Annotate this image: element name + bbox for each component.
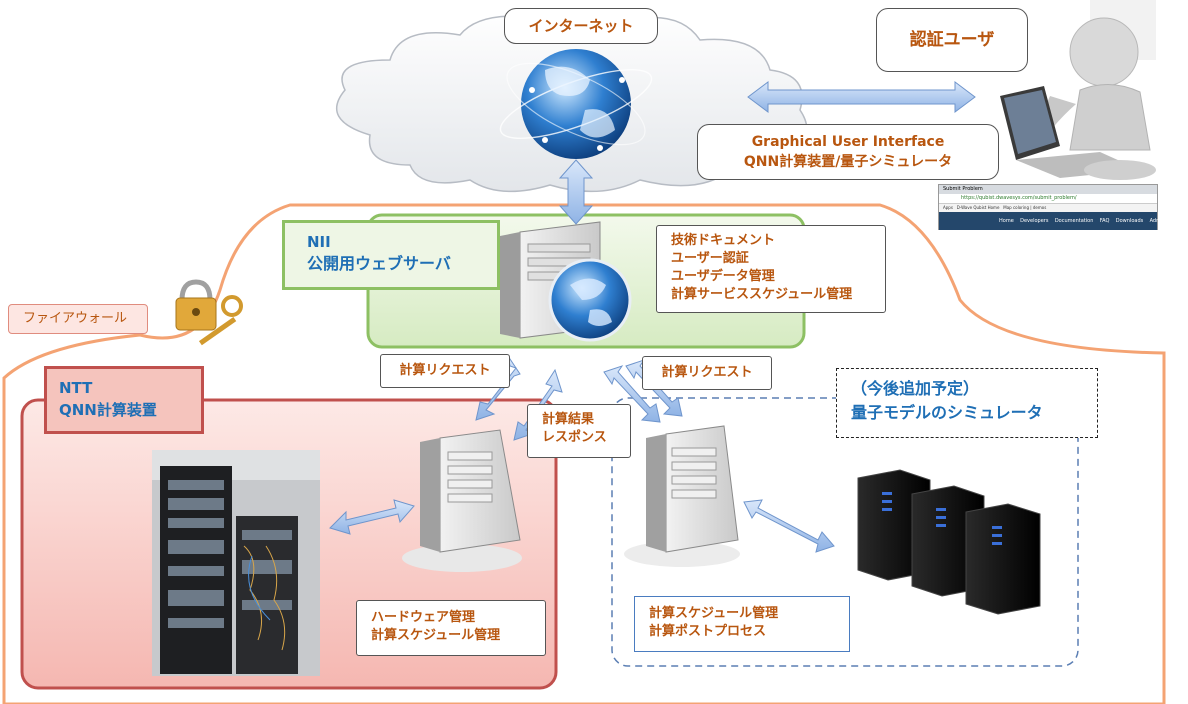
request-label-left-text: 計算リクエスト (399, 363, 491, 378)
authenticated-user-text: 認証ユーザ (909, 30, 995, 50)
nav-item[interactable]: FAQ (1099, 218, 1110, 224)
browser-tab[interactable]: Submit Problem (943, 186, 983, 192)
simulator-title: （今後追加予定） 量子モデルのシミュレータ (836, 368, 1098, 438)
nii-feature: 技術ドキュメント (671, 233, 776, 248)
nii-title-line-2: 公開用ウェブサーバ (307, 254, 451, 273)
user-figure-icon (1000, 0, 1156, 180)
nav-item[interactable]: Home (999, 218, 1014, 224)
nii-feature: ユーザー認証 (671, 251, 749, 266)
simulator-title-line-1: （今後追加予定） (851, 379, 980, 398)
gui-line-2: QNN計算装置/量子シミュレータ (743, 154, 953, 170)
internet-globe-icon (499, 49, 653, 159)
nav-item[interactable]: Admin (1149, 218, 1166, 224)
simulator-title-line-2: 量子モデルのシミュレータ (851, 403, 1043, 422)
internet-label-text: インターネット (528, 17, 634, 35)
ntt-title-line-1: NTT (59, 379, 93, 397)
request-label-right: 計算リクエスト (642, 356, 772, 390)
ntt-feature: ハードウェア管理 (371, 610, 476, 625)
simulator-feature: 計算スケジュール管理 (649, 606, 779, 621)
browser-screenshot: Submit Problem https://qubist.dwavesys.c… (938, 184, 1166, 230)
bookmark-item[interactable]: Apps (943, 205, 953, 210)
padlock-key-icon (175, 279, 243, 346)
bookmark-item[interactable]: Map coloring | demos (1003, 205, 1047, 210)
response-line-2: レスポンス (542, 430, 607, 445)
firewall-label-text: ファイアウォール (23, 311, 128, 326)
double-arrow-icon (329, 81, 976, 553)
ntt-title-line-2: QNN計算装置 (59, 401, 157, 419)
ntt-server-icon (402, 429, 522, 572)
gui-line-1: Graphical User Interface (751, 134, 945, 150)
firewall-label: ファイアウォール (8, 304, 148, 334)
nav-item[interactable]: Developers (1020, 218, 1049, 224)
nii-server-icon (500, 221, 632, 342)
ntt-feature: 計算スケジュール管理 (371, 628, 501, 643)
ntt-features: ハードウェア管理 計算スケジュール管理 (356, 600, 546, 656)
simulator-features: 計算スケジュール管理 計算ポストプロセス (634, 596, 850, 652)
nii-features: 技術ドキュメント ユーザー認証 ユーザデータ管理 計算サービススケジュール管理 (656, 225, 886, 313)
nii-title: NII 公開用ウェブサーバ (282, 220, 500, 290)
response-label: 計算結果 レスポンス (527, 404, 631, 458)
gui-label: Graphical User Interface QNN計算装置/量子シミュレー… (697, 124, 999, 180)
compute-cluster-icon (857, 469, 1041, 615)
nav-item[interactable]: Documentation (1054, 218, 1094, 224)
simulator-server-icon (624, 425, 740, 567)
simulator-feature: 計算ポストプロセス (649, 624, 767, 639)
ntt-title: NTT QNN計算装置 (44, 366, 204, 434)
browser-url[interactable]: https://qubist.dwavesys.com/submit_probl… (961, 195, 1077, 201)
internet-label: インターネット (504, 8, 658, 44)
response-line-1: 計算結果 (542, 412, 595, 427)
nii-title-line-1: NII (307, 233, 331, 251)
nii-feature: 計算サービススケジュール管理 (671, 287, 853, 302)
authenticated-user-label: 認証ユーザ (876, 8, 1028, 72)
ntt-hardware-photo (152, 450, 320, 676)
firewall-boundary (2, 203, 1166, 704)
request-label-left: 計算リクエスト (380, 354, 510, 388)
bookmark-item[interactable]: D-Wave Qubist Home (956, 205, 1000, 210)
request-label-right-text: 計算リクエスト (661, 365, 753, 380)
nii-feature: ユーザデータ管理 (671, 269, 775, 284)
nav-item[interactable]: Downloads (1115, 218, 1144, 224)
